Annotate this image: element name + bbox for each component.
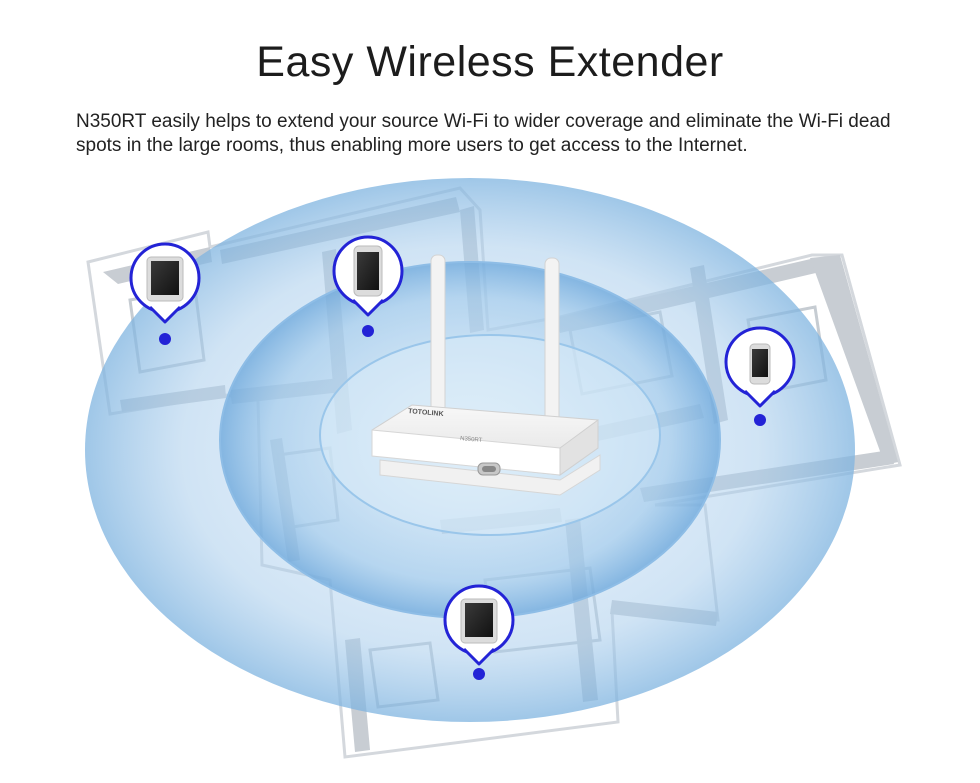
device-pin-tablet-bottom [443, 584, 515, 680]
device-pin-phone-top-center [332, 235, 404, 337]
wifi-coverage-illustration: TOTOLINK N350RT [85, 178, 902, 759]
page-title: Easy Wireless Extender [256, 38, 724, 86]
page-description: N350RT easily helps to extend your sourc… [76, 111, 891, 156]
router-device: TOTOLINK N350RT [371, 254, 601, 496]
router-model-label: N350RT [460, 436, 483, 444]
device-pin-phone-right [724, 326, 796, 426]
router-brand-label: TOTOLINK [408, 408, 444, 418]
device-pin-tablet-top-left [129, 242, 201, 345]
